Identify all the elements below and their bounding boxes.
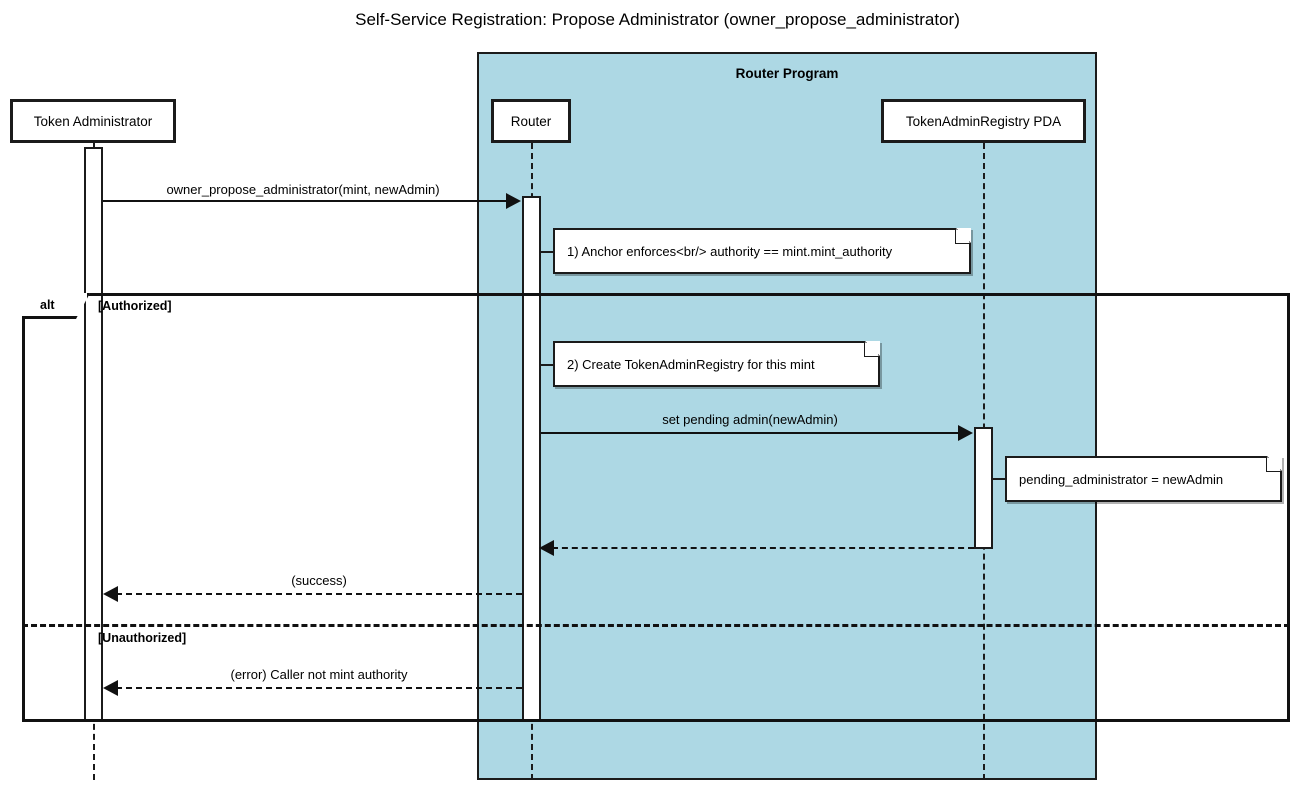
participant-label: Token Administrator (33, 113, 153, 129)
fragment-else-divider (22, 624, 1290, 627)
note-fold-icon (864, 341, 880, 357)
note-connector-1 (541, 251, 555, 253)
message-label-owner-propose-administrator: owner_propose_administrator(mint, newAdm… (166, 182, 440, 197)
fragment-condition-unauthorized: [Unauthorized] (98, 631, 187, 645)
note-text: 2) Create TokenAdminRegistry for this mi… (567, 356, 815, 372)
message-line-error (116, 687, 522, 689)
participant-label: TokenAdminRegistry PDA (905, 113, 1062, 129)
note-pending-administrator: pending_administrator = newAdmin (1005, 456, 1282, 502)
note-anchor-enforces: 1) Anchor enforces<br/> authority == min… (553, 228, 971, 274)
message-label-error: (error) Caller not mint authority (230, 667, 408, 682)
activation-token-admin-registry-pda (974, 427, 993, 549)
note-connector-2 (541, 364, 555, 366)
participant-token-admin-registry-pda[interactable]: TokenAdminRegistry PDA (881, 99, 1086, 143)
message-arrowhead-set-pending-admin (958, 425, 973, 441)
message-label-success: (success) (291, 573, 347, 588)
note-body (1005, 456, 1282, 502)
message-line-owner-propose-administrator (103, 200, 507, 202)
note-connector-3 (993, 478, 1007, 480)
note-fold-icon (1266, 456, 1282, 472)
message-arrowhead-pda-return (539, 540, 554, 556)
message-arrowhead-owner-propose-administrator (506, 193, 521, 209)
note-fold-icon (955, 228, 971, 244)
page-title: Self-Service Registration: Propose Admin… (355, 10, 960, 29)
group-label: Router Program (735, 66, 839, 81)
group-box-router-program: Router Program (477, 52, 1097, 780)
message-line-pda-return (552, 547, 974, 549)
participant-router[interactable]: Router (491, 99, 571, 143)
note-text: 1) Anchor enforces<br/> authority == min… (567, 243, 893, 259)
message-line-set-pending-admin (541, 432, 959, 434)
participant-label: Router (510, 113, 552, 129)
message-arrowhead-success (103, 586, 118, 602)
note-create-token-admin-registry: 2) Create TokenAdminRegistry for this mi… (553, 341, 880, 387)
message-arrowhead-error (103, 680, 118, 696)
message-line-success (116, 593, 522, 595)
note-text: pending_administrator = newAdmin (1019, 471, 1224, 487)
message-label-set-pending-admin: set pending admin(newAdmin) (662, 412, 838, 427)
activation-router (522, 196, 541, 722)
note-body (553, 228, 971, 274)
participant-token-administrator[interactable]: Token Administrator (10, 99, 176, 143)
fragment-operator-label: alt (40, 297, 55, 312)
fragment-condition-authorized: [Authorized] (98, 299, 172, 313)
fragment-operator-tab: alt (22, 293, 90, 319)
note-body (553, 341, 880, 387)
